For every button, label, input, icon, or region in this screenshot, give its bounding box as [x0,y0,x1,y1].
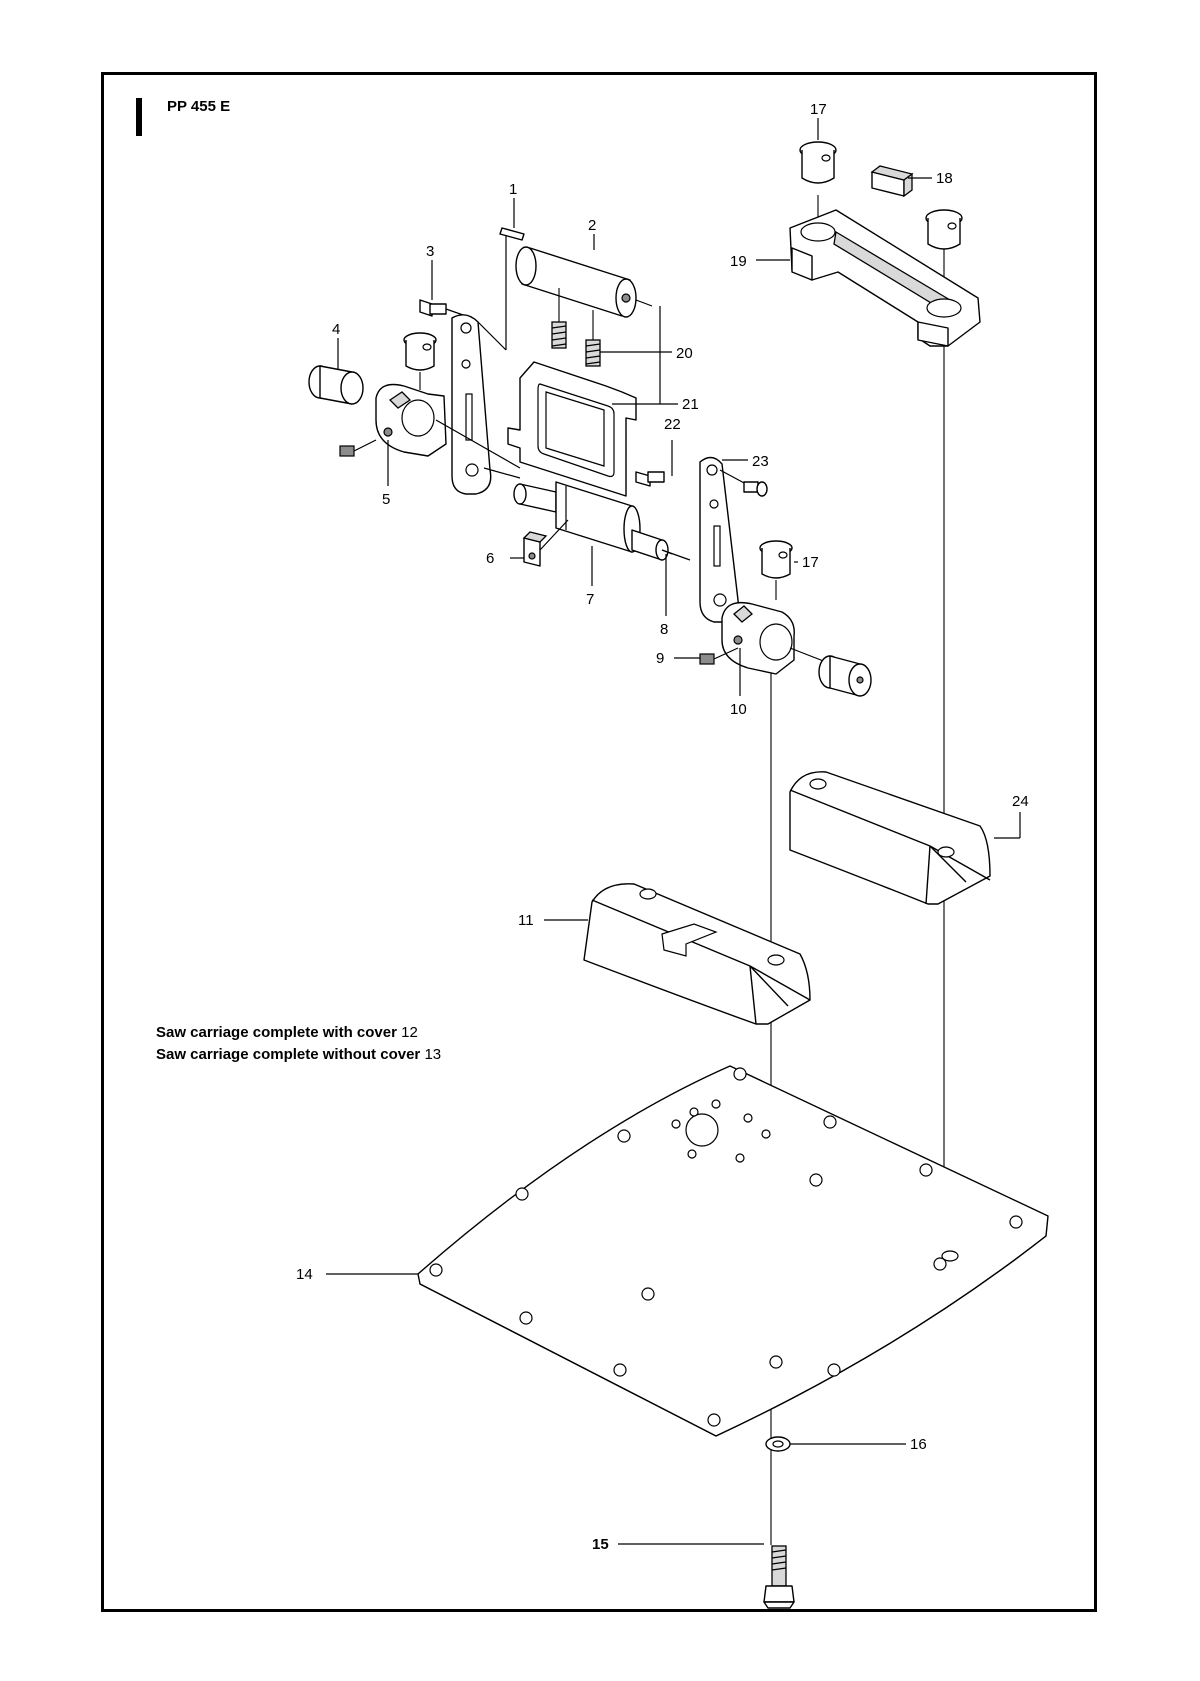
callout-3: 3 [426,243,434,260]
callout-8: 8 [660,621,668,638]
part-clip [522,531,548,567]
part-base-plate [417,1065,1049,1437]
part-screw-23 [719,469,768,497]
callout-17-right: 17 [802,554,819,571]
part-side-arm-left [451,314,492,495]
callout-21: 21 [682,396,699,413]
callout-9: 9 [656,650,664,667]
part-bridge-bracket [789,209,981,347]
callout-22: 22 [664,416,681,433]
callout-7: 7 [586,591,594,608]
part-sleeve-left [308,365,364,405]
note-text: Saw carriage complete with cover [156,1024,397,1041]
part-roller [505,231,653,318]
callout-10: 10 [730,701,747,718]
callout-24: 24 [1012,793,1029,810]
drawing-frame [101,72,1097,1612]
callout-2: 2 [588,217,596,234]
callout-18: 18 [936,170,953,187]
callout-labels: 1 2 3 4 5 6 7 8 9 10 11 14 15 16 17 17 1… [296,101,1029,1553]
part-screw-22 [635,471,665,487]
note-without-cover: Saw carriage complete without cover 13 [156,1046,441,1063]
part-springs [551,321,601,367]
part-cap-right [759,540,793,579]
callout-19: 19 [730,253,747,270]
part-screw-left [419,299,467,317]
part-bolt [763,1545,795,1609]
callout-11: 11 [518,912,534,929]
part-setscrew-left [339,439,377,457]
callout-17-top: 17 [810,101,827,118]
part-sleeve-right [789,647,872,697]
part-pin [499,227,525,241]
callout-14: 14 [296,1266,313,1283]
note-ref: 13 [424,1046,442,1063]
note-with-cover: Saw carriage complete with cover 12 [156,1024,418,1041]
part-setscrew-right [699,647,739,665]
base-plate-holes [429,1067,1023,1427]
callout-15: 15 [592,1536,609,1553]
part-housing-left [375,383,447,457]
part-cap-top-left [799,141,837,184]
note-text: Saw carriage complete without cover [156,1046,421,1063]
callout-6: 6 [486,550,494,567]
callout-4: 4 [332,321,340,338]
callout-20: 20 [676,345,693,362]
section-marker [136,98,142,136]
part-counterweight-left [583,883,811,1025]
part-key [870,165,914,198]
callout-5: 5 [382,491,390,508]
note-ref: 12 [401,1024,418,1041]
part-cover-plate [507,361,637,497]
callout-23: 23 [752,453,769,470]
callout-16: 16 [910,1436,927,1453]
part-cap-left [403,332,437,371]
part-side-arm-right [699,456,739,623]
part-housing-right [721,601,795,675]
part-counterweight-right [789,771,991,905]
callout-1: 1 [509,181,517,198]
part-washer [765,1436,791,1452]
callout-leaders [326,118,1021,1545]
part-cap-top-right [925,209,963,250]
model-title: PP 455 E [167,98,231,115]
